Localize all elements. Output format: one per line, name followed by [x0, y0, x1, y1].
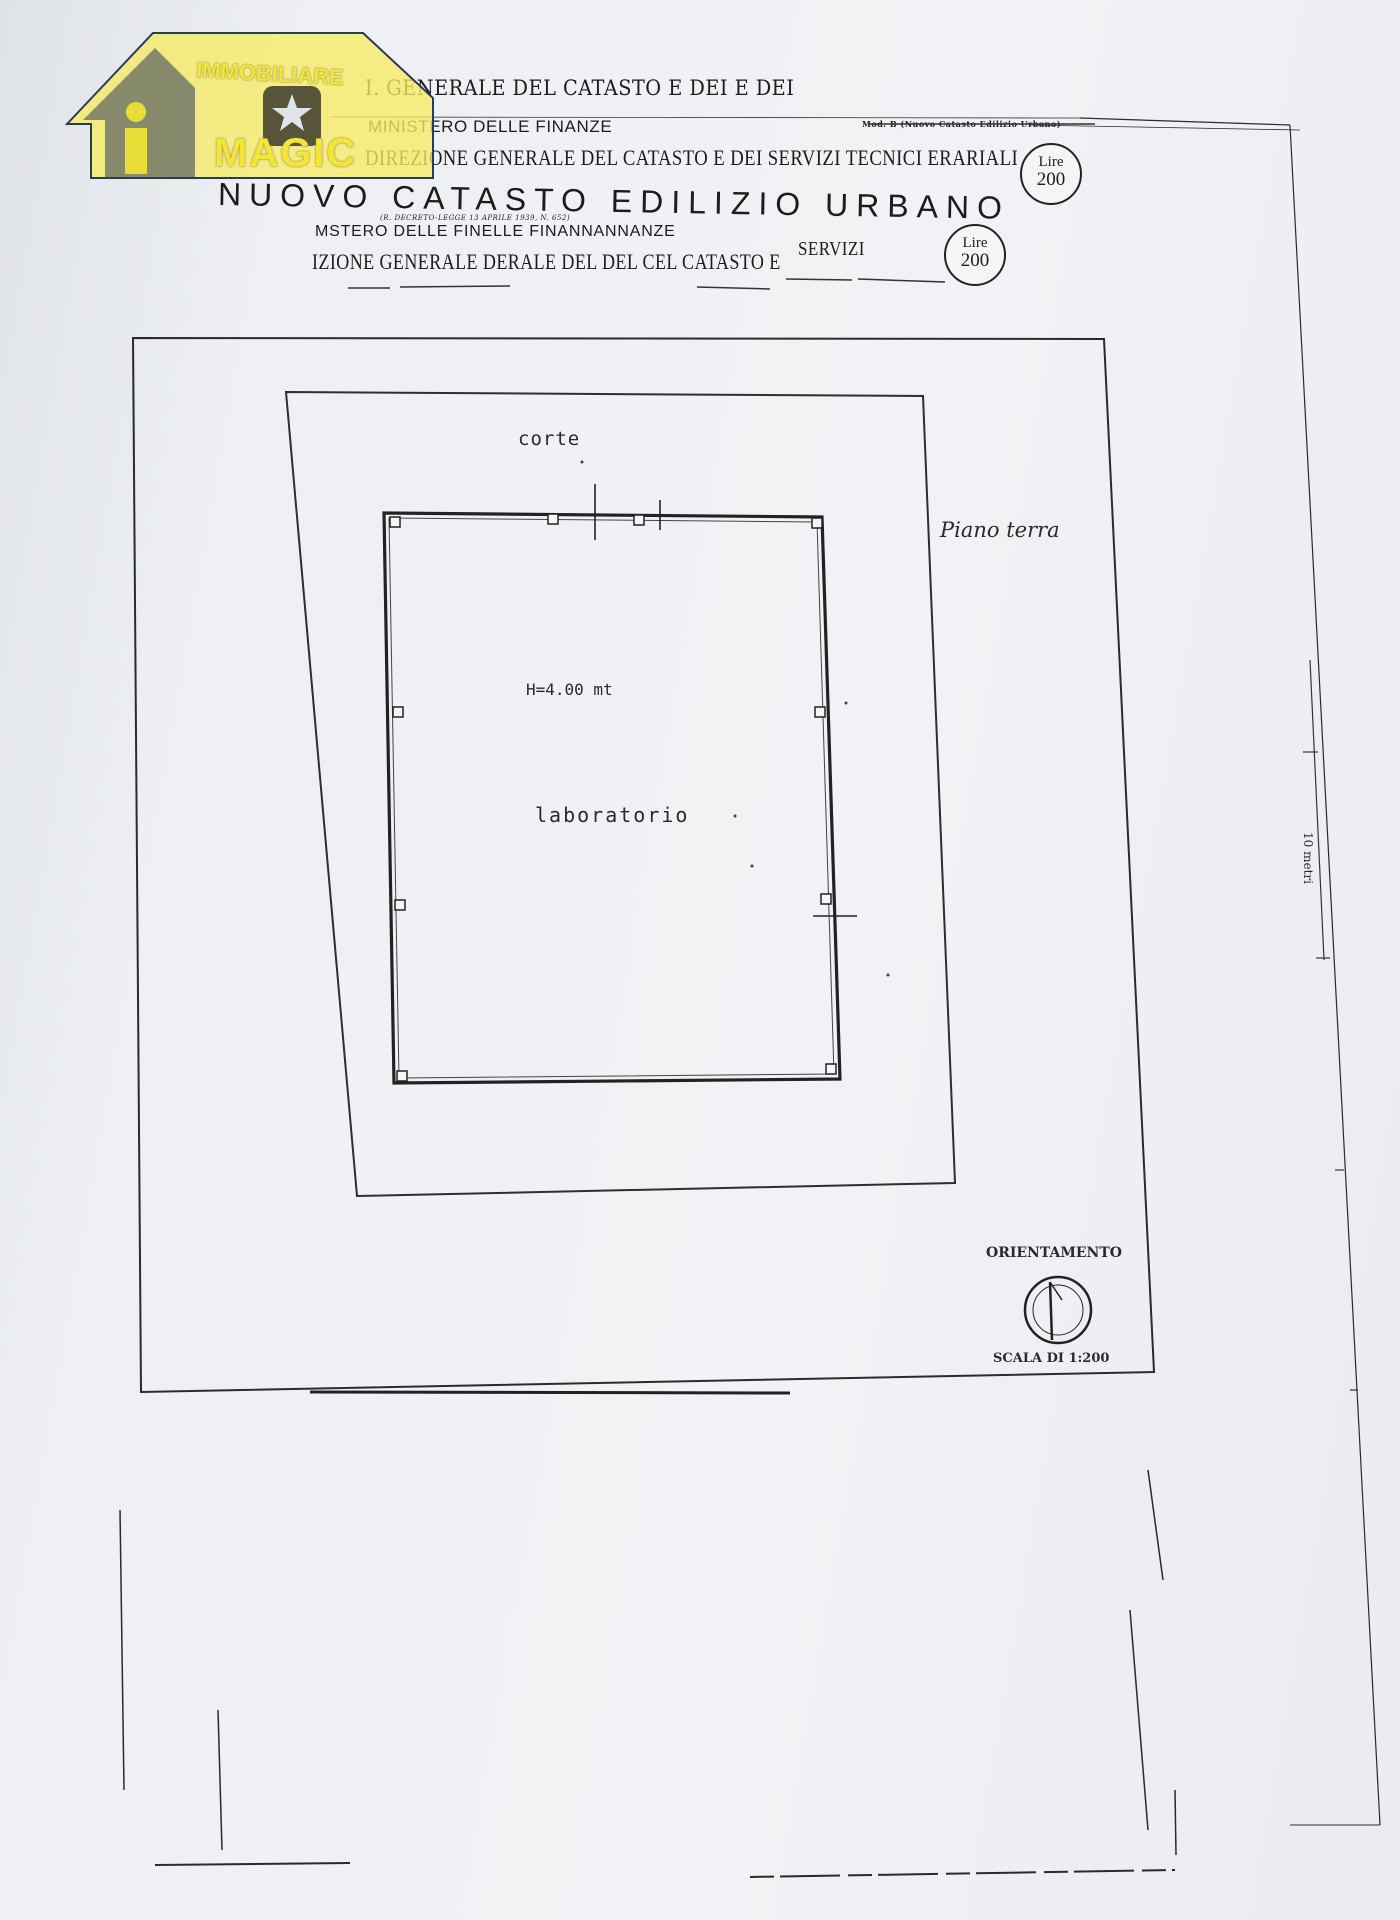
- door-marks: [594, 484, 857, 917]
- drawing-frame-baseline: [309, 1390, 791, 1395]
- revenue-stamp: Lire 200: [1020, 143, 1082, 205]
- header-direction: DIREZIONE GENERALE DEL CATASTO E DEI SER…: [365, 145, 1019, 170]
- drawing-frame: [131, 336, 1156, 1394]
- servizi-handwritten: SERVIZI: [798, 238, 865, 260]
- logo-text-magic: MAGIC: [214, 131, 358, 175]
- decree-reference: (R. DECRETO-LEGGE 13 APRILE 1939, N. 652…: [380, 214, 571, 222]
- header-ministry-overprint: MSTERO DELLE FINELLE FINANNANNANZE: [315, 223, 676, 240]
- floor-label: Piano terra: [940, 518, 1060, 542]
- header-line-1: I. GENERALE DEL CATASTO E DEI E DEI: [365, 76, 795, 100]
- stamp-value: 200: [960, 250, 990, 271]
- north-arrow: [1023, 1275, 1093, 1345]
- courtyard-label: corte: [518, 428, 581, 450]
- stamp-label: Lire: [962, 235, 988, 251]
- room-label: laboratorio: [535, 803, 690, 827]
- header-underlines: [329, 116, 1095, 290]
- column-markers: [389, 513, 837, 1082]
- stamp-label: Lire: [1038, 154, 1064, 170]
- header-direction-overprint: IZIONE GENERALE DERALE DEL DEL CEL CATAS…: [312, 249, 781, 274]
- revenue-stamp: Lire 200: [944, 224, 1006, 286]
- courtyard-boundary: [284, 390, 957, 1198]
- scale-label: SCALA DI 1:200: [993, 1351, 1110, 1366]
- stamp-value: 200: [1036, 169, 1066, 190]
- sheet-frame: [119, 117, 1381, 1878]
- orientation-label: ORIENTAMENTO: [986, 1245, 1122, 1261]
- building-walls: [382, 511, 842, 1085]
- scale-bar: [1303, 659, 1358, 1391]
- stray-marks: [580, 460, 890, 977]
- scale-bar-label: 10 metri: [1301, 832, 1315, 884]
- agency-logo: [64, 32, 434, 179]
- ceiling-height-label: H=4.00 mt: [526, 680, 613, 699]
